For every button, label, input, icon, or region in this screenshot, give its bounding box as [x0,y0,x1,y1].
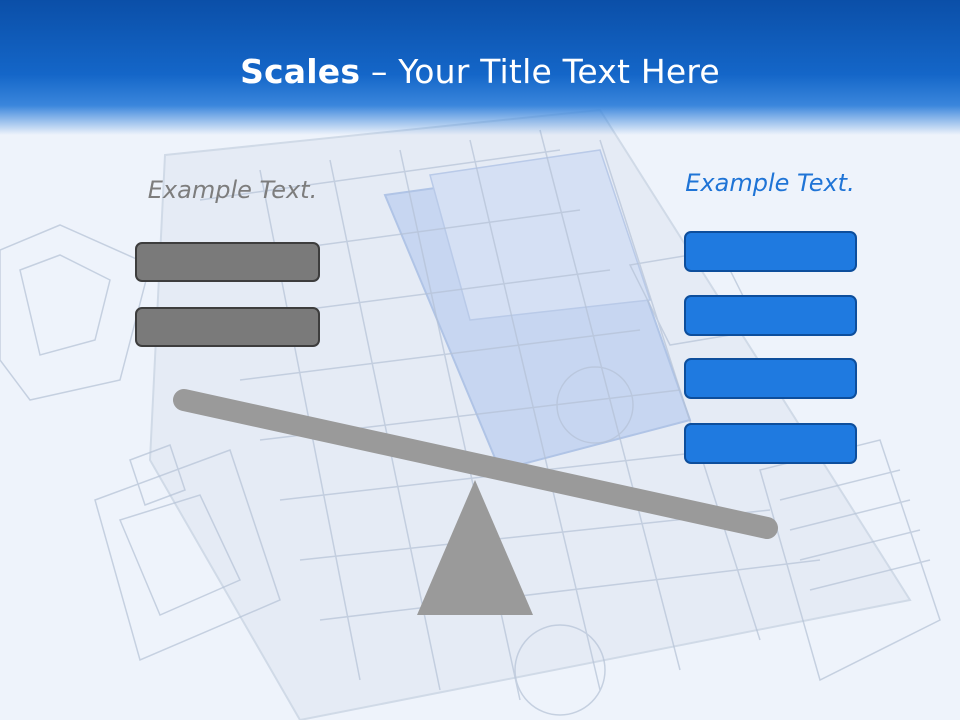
left-label: Example Text. [147,176,318,204]
left-box-1 [135,242,320,282]
title-bold: Scales [240,52,361,91]
right-box-3 [684,358,857,399]
right-label: Example Text. [685,169,855,197]
right-box-1 [684,231,857,272]
right-box-4 [684,423,857,464]
header-banner [0,0,960,135]
scale-beam [173,389,778,539]
right-box-2 [684,295,857,336]
left-box-2 [135,307,320,347]
page-title: Scales – Your Title Text Here [0,52,960,91]
scale-fulcrum [417,480,533,615]
title-rest: – Your Title Text Here [360,52,720,91]
